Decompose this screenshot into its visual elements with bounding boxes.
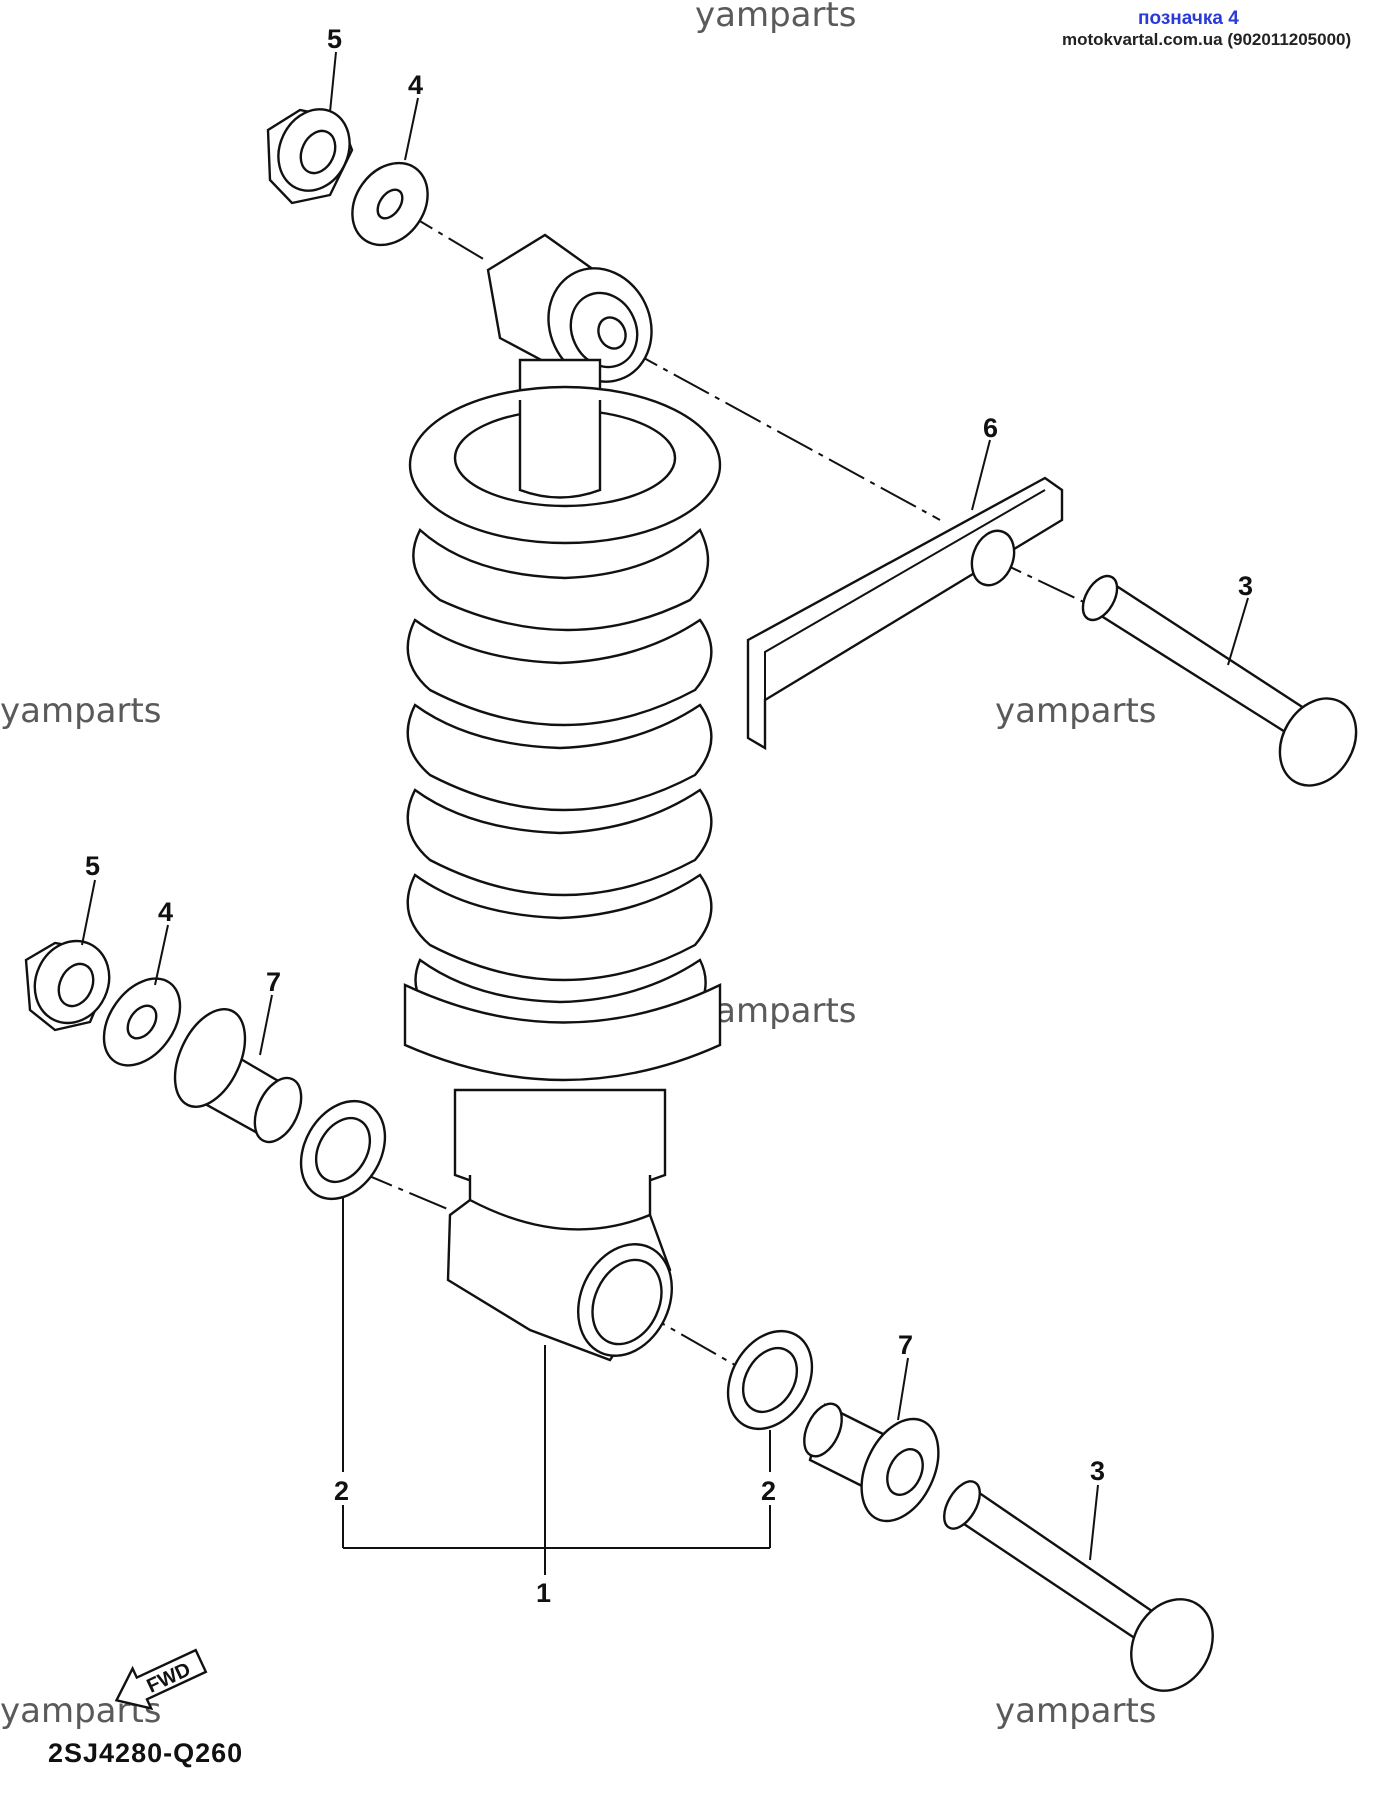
bolt-lower[interactable]	[937, 1475, 1229, 1705]
leader-lines	[81, 51, 1249, 1575]
callout-nut-left: 5	[85, 851, 100, 881]
source-line: motokvartal.com.ua (902011205000)	[1062, 30, 1351, 49]
diagram-code: 2SJ4280-Q260	[48, 1738, 243, 1768]
bolt-upper[interactable]	[1076, 570, 1371, 799]
washer-top[interactable]	[337, 148, 443, 259]
callout-seal-left: 2	[334, 1476, 349, 1506]
watermark-right: yamparts	[995, 691, 1157, 731]
callout-bolt-upper: 3	[1238, 571, 1253, 601]
nut-top[interactable]	[265, 98, 362, 205]
watermark-left: yamparts	[0, 691, 162, 731]
callout-collar-right: 7	[898, 1330, 913, 1360]
shock-absorber[interactable]	[403, 233, 722, 1371]
bracket[interactable]	[746, 476, 1064, 751]
watermark-top: yamparts	[695, 0, 857, 35]
seal-left[interactable]	[284, 1086, 402, 1214]
washer-left[interactable]	[88, 964, 195, 1079]
callout-shock-absorber: 1	[536, 1578, 551, 1608]
callout-collar-left: 7	[266, 967, 281, 997]
collar-left[interactable]	[161, 998, 311, 1149]
watermark-center: yamparts	[695, 991, 857, 1031]
watermark-bottom-right: yamparts	[995, 1691, 1157, 1731]
callout-washer-left: 4	[158, 897, 173, 927]
seal-right[interactable]	[711, 1316, 829, 1444]
callout-seal-right: 2	[761, 1476, 776, 1506]
bookmark-label[interactable]: позначка 4	[1138, 8, 1239, 29]
callout-nut-top: 5	[327, 24, 342, 54]
nut-left[interactable]	[22, 929, 123, 1036]
collar-right[interactable]	[797, 1398, 954, 1533]
callout-washer-top: 4	[408, 70, 423, 100]
callout-bracket: 6	[983, 413, 998, 443]
callout-bolt-lower: 3	[1090, 1456, 1105, 1486]
